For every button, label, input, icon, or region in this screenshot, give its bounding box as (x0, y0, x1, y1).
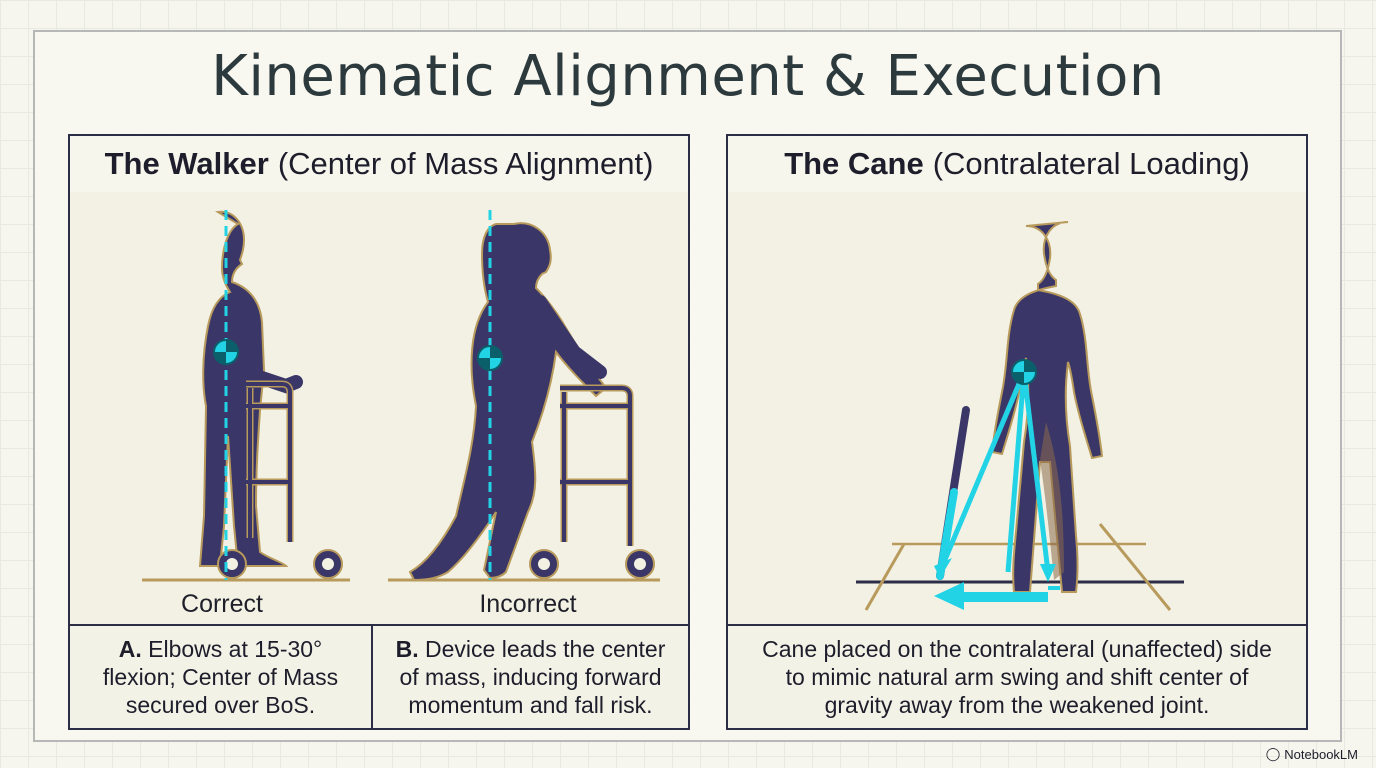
caption-b-letter: B. (395, 636, 419, 662)
caption-a-text: Elbows at 15-30° flexion; Center of Mass… (102, 636, 339, 718)
walker-header-rest: (Center of Mass Alignment) (277, 146, 654, 181)
cane-caption: Cane placed on the contralateral (unaffe… (762, 636, 1272, 718)
page-title: Kinematic Alignment & Execution (211, 44, 1165, 109)
notebooklm-logo-icon: ◯ (1265, 746, 1281, 761)
correct-posture-figure (142, 210, 350, 582)
notebooklm-watermark: ◯ NotebookLM (1266, 746, 1358, 762)
cane-figure-svg (856, 221, 1184, 611)
label-incorrect: Incorrect (479, 590, 577, 618)
caption-a-letter: A. (118, 636, 142, 662)
label-correct: Correct (181, 590, 263, 618)
cane-header-rest: (Contralateral Loading) (932, 146, 1250, 181)
walker-caption-b: B. Device leads the center of mass, indu… (373, 626, 688, 728)
cane-panel: The Cane (Contralateral Loading) (726, 134, 1308, 730)
cane-header-bold: The Cane (784, 146, 924, 181)
incorrect-posture-figure (388, 210, 660, 582)
walker-figures-svg (142, 210, 660, 582)
cane-panel-header: The Cane (Contralateral Loading) (728, 136, 1306, 194)
walker-header-bold: The Walker (104, 146, 269, 181)
notebooklm-label: NotebookLM (1284, 746, 1358, 762)
caption-b-text: Device leads the center of mass, inducin… (399, 636, 666, 718)
walker-illustration: Correct Incorrect (70, 192, 688, 626)
caption-divider (371, 626, 373, 728)
walker-caption-a: A. Elbows at 15-30° flexion; Center of M… (70, 626, 371, 728)
walker-panel-header: The Walker (Center of Mass Alignment) (70, 136, 688, 194)
cane-illustration (728, 192, 1306, 626)
walker-panel: The Walker (Center of Mass Alignment) (68, 134, 690, 730)
